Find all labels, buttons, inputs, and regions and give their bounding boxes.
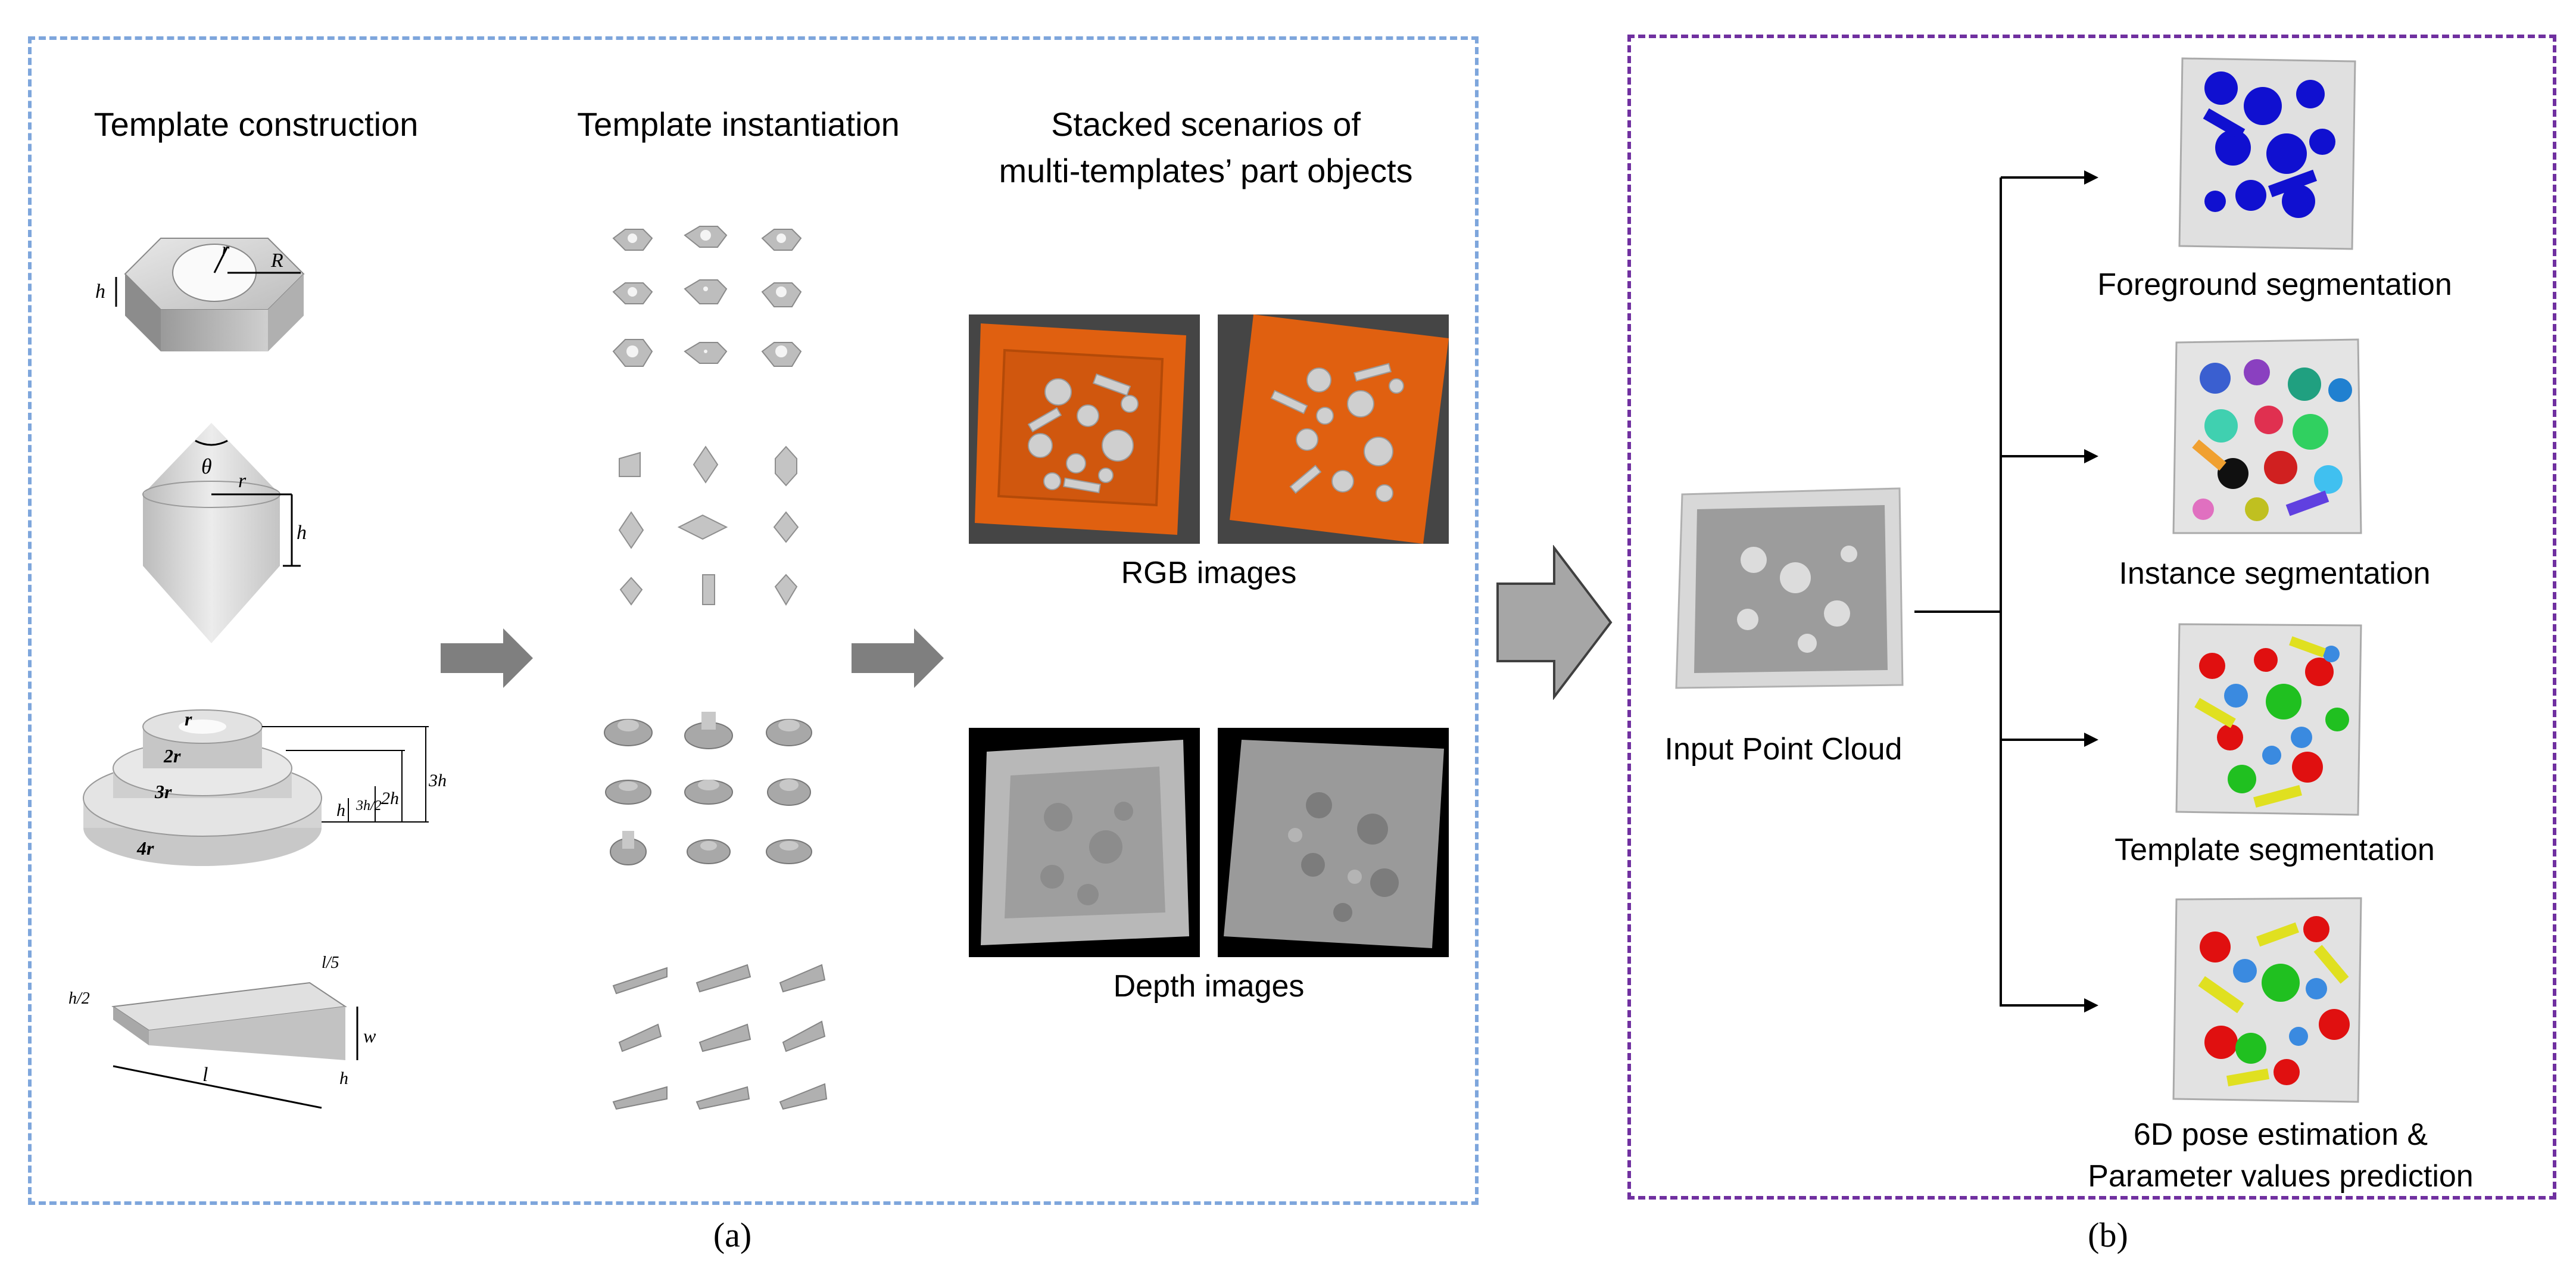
depth-image-1 [969,728,1200,957]
arrow-construction-to-instantiation [441,628,533,688]
instance-segmentation-label: Instance segmentation [2119,556,2431,591]
depth-image-2 [1218,728,1449,957]
step-2r-label: 2r [163,745,181,767]
pose-label-line2: Parameter values prediction [2088,1159,2474,1194]
wedge-h-label: h [339,1069,348,1088]
nut-h-label: h [95,281,105,303]
step-4r-label: 4r [136,837,154,859]
panel-a-caption: (a) [713,1216,752,1254]
foreground-segmentation-label: Foreground segmentation [2097,267,2452,302]
wedge-l-label: l [202,1064,208,1086]
nut-r-label: r [222,239,230,261]
panel-a-frame [28,36,1479,1205]
foreground-segmentation-image [2178,57,2356,250]
wedge-h2-label: h/2 [68,989,90,1008]
step-3r-label: 3r [154,781,172,802]
arrow-instantiation-to-scenarios [852,628,944,688]
step-3h-label: 3h [428,771,447,790]
step-2h-label: 2h [381,789,399,808]
instance-segmentation-image [2172,338,2362,534]
rgb-images-label: RGB images [1121,556,1297,590]
panel-b-frame [1627,35,2556,1200]
template-segmentation-image [2175,623,2362,816]
hex-nut-template: r R h [95,238,305,351]
template-instantiation-title: Template instantiation [577,105,900,143]
branch-connector [1914,170,2098,1013]
stepped-instances-grid [604,712,812,865]
double-cone-instances-grid [618,446,799,606]
stepped-cylinder-template: r 2r 3r 4r h 3h/2 2h 3h [83,708,447,866]
pose-estimation-label: 6D pose estimation & Parameter values pr… [2054,1114,2507,1197]
template-segmentation-label: Template segmentation [2115,833,2435,867]
input-point-cloud-image [1675,487,1904,689]
cone-theta-label: θ [201,454,212,478]
pose-estimation-image [2172,897,2362,1103]
wedge-l5-label: l/5 [322,954,339,972]
wedge-instances-grid [612,964,828,1110]
panel-b-caption: (b) [2088,1216,2128,1254]
stacked-title-line1: Stacked scenarios of [1051,105,1361,143]
nut-instances-grid [612,226,802,367]
stacked-scenarios-title: Stacked scenarios of multi-templates’ pa… [947,101,1465,194]
stacked-title-line2: multi-templates’ part objects [999,152,1413,189]
step-r-label: r [185,708,192,730]
rgb-image-2 [1218,314,1449,544]
step-h-label: h [336,800,345,820]
double-cone-template: θ r h [142,423,307,643]
cone-r-label: r [238,470,247,492]
depth-images-label: Depth images [1113,969,1305,1004]
step-3h2-label: 3h/2 [355,798,382,814]
input-point-cloud-label: Input Point Cloud [1664,732,1903,767]
wedge-w-label: w [363,1025,376,1046]
arrow-a-to-b [1496,545,1613,700]
nut-R-label: R [270,250,283,272]
cone-h-label: h [297,522,307,544]
rgb-image-1 [969,314,1200,544]
pose-label-line1: 6D pose estimation & [2133,1117,2428,1152]
template-construction-title: Template construction [93,105,419,143]
wedge-template: l l/5 h/2 w h [68,954,376,1109]
